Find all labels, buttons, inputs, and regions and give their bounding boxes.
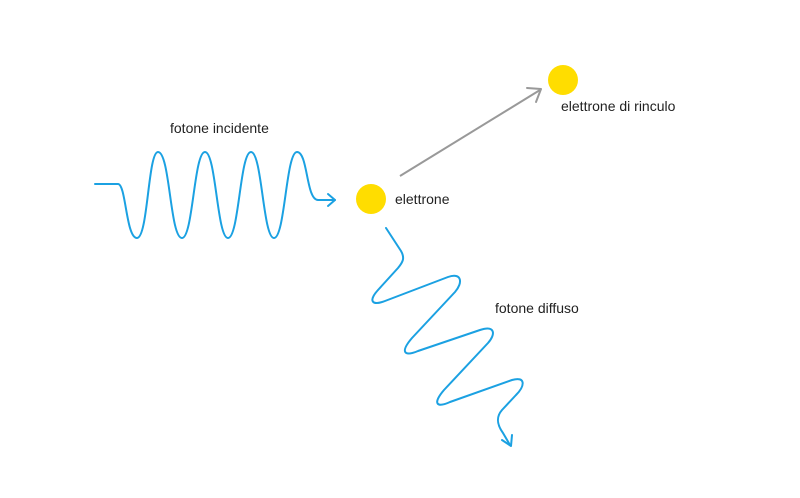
scattered-photon-wave: [371, 227, 524, 446]
recoil-arrowhead: [526, 87, 542, 103]
recoil-electron-label: elettrone di rinculo: [561, 98, 676, 114]
scattered-photon-arrowhead: [501, 434, 513, 447]
incident-photon-arrowhead: [327, 193, 336, 207]
recoil-electron-particle: [548, 65, 578, 95]
incident-photon-wave: [94, 151, 336, 239]
recoil-direction-arrow: [399, 89, 541, 177]
electron-particle: [356, 184, 386, 214]
incident-photon-label: fotone incidente: [170, 120, 269, 136]
scattered-photon-label: fotone diffuso: [495, 300, 579, 316]
electron-label: elettrone: [395, 191, 450, 207]
